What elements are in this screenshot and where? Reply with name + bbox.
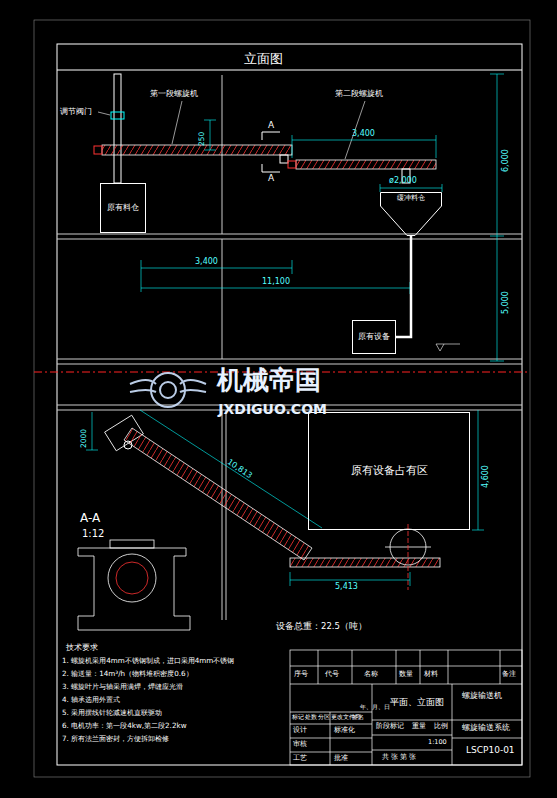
table-cell: 设计: [293, 727, 307, 734]
note: 7. 所有法兰面密封，方便拆卸检修: [62, 735, 169, 743]
table-cell: 标准化: [334, 727, 355, 734]
note: 1. 螺旋机采用4mm不锈钢制成，进口采用4mm不锈钢: [62, 657, 234, 665]
table-cell: 数量: [399, 671, 413, 679]
hopper: 缓冲料仓: [380, 192, 442, 236]
scale-label: 1:12: [82, 528, 104, 539]
dimension: 11,100: [262, 278, 290, 287]
table-cell: 工艺: [293, 755, 307, 762]
hopper-cone: [381, 193, 442, 236]
box-label: 缓冲料仓: [397, 192, 425, 202]
dimension: 2000: [80, 429, 88, 448]
table-cell: 处数: [305, 714, 317, 720]
table-cell: 标记: [292, 714, 304, 720]
table-cell: 名称: [364, 671, 378, 679]
table-cell: 材料: [424, 671, 438, 679]
dimension: 3,400: [195, 258, 218, 267]
table-cell: 审核: [293, 741, 307, 748]
equipment-box: 原有设备占有区: [308, 412, 470, 530]
equipment-box: 原有设备: [352, 320, 396, 354]
table-cell: 年、月、日: [360, 704, 390, 710]
drawing-number: LSCP10-01: [466, 746, 515, 756]
dimension: 5,000: [502, 291, 511, 314]
table-cell: 阶段标记: [376, 723, 404, 730]
table-cell: 签名: [352, 714, 364, 720]
equipment-box: 原有料仓: [100, 183, 146, 233]
table-cell: 备注: [502, 671, 516, 679]
weight-note: 设备总重：22.5（吨）: [276, 622, 367, 631]
dimension: 4,600: [482, 465, 491, 488]
watermark: 机械帝国: [217, 366, 321, 395]
note: 5. 采用摆线针轮减速机直联驱动: [62, 709, 162, 717]
dimension: 6,000: [502, 149, 511, 172]
part-name: 调节阀门: [60, 108, 92, 116]
dimension: 3,400: [352, 130, 375, 139]
watermark: JXDIGUO.COM: [218, 402, 327, 417]
dimension: 250: [198, 132, 206, 146]
dimension: ø2,000: [389, 177, 417, 186]
dimension: 10,813: [225, 458, 253, 481]
discharge-pipe: [396, 236, 411, 337]
scale-value: 1:100: [428, 739, 447, 746]
box-label: 原有设备: [358, 333, 390, 342]
box-label: 原有料仓: [107, 203, 139, 212]
table-cell: 分区: [318, 714, 330, 720]
view-title: 立面图: [244, 52, 283, 66]
dimension: 5,413: [335, 583, 358, 592]
section-mark: A: [268, 174, 274, 184]
table-cell: 批准: [334, 755, 348, 762]
sheet-count: 共 张 第 张: [382, 754, 416, 761]
note-heading: 技术要求: [66, 644, 98, 653]
view-label: A-A: [80, 512, 100, 525]
table-cell: 代号: [325, 671, 339, 679]
table-cell: 比例: [434, 723, 448, 730]
company-field: 螺旋输送机: [462, 692, 502, 701]
note: 4. 轴承选用外置式: [62, 696, 120, 704]
part-name: 第二段螺旋机: [335, 90, 383, 99]
project-name: 螺旋输送系统: [462, 724, 510, 733]
box-label: 原有设备占有区: [351, 465, 428, 478]
table-cell: 重量: [412, 723, 426, 730]
note: 3. 螺旋叶片与轴采用满焊，焊缝应光滑: [62, 683, 183, 691]
section-mark: A: [268, 121, 274, 131]
note: 2. 输送量：14m³/h（物料堆积密度0.6）: [62, 670, 193, 678]
note: 6. 电机功率：第一段4kw,第二段2.2kw: [62, 722, 187, 730]
part-name: 第一段螺旋机: [150, 90, 198, 99]
drawing-name: 平面、立面图: [390, 698, 444, 708]
table-cell: 序号: [294, 671, 308, 679]
